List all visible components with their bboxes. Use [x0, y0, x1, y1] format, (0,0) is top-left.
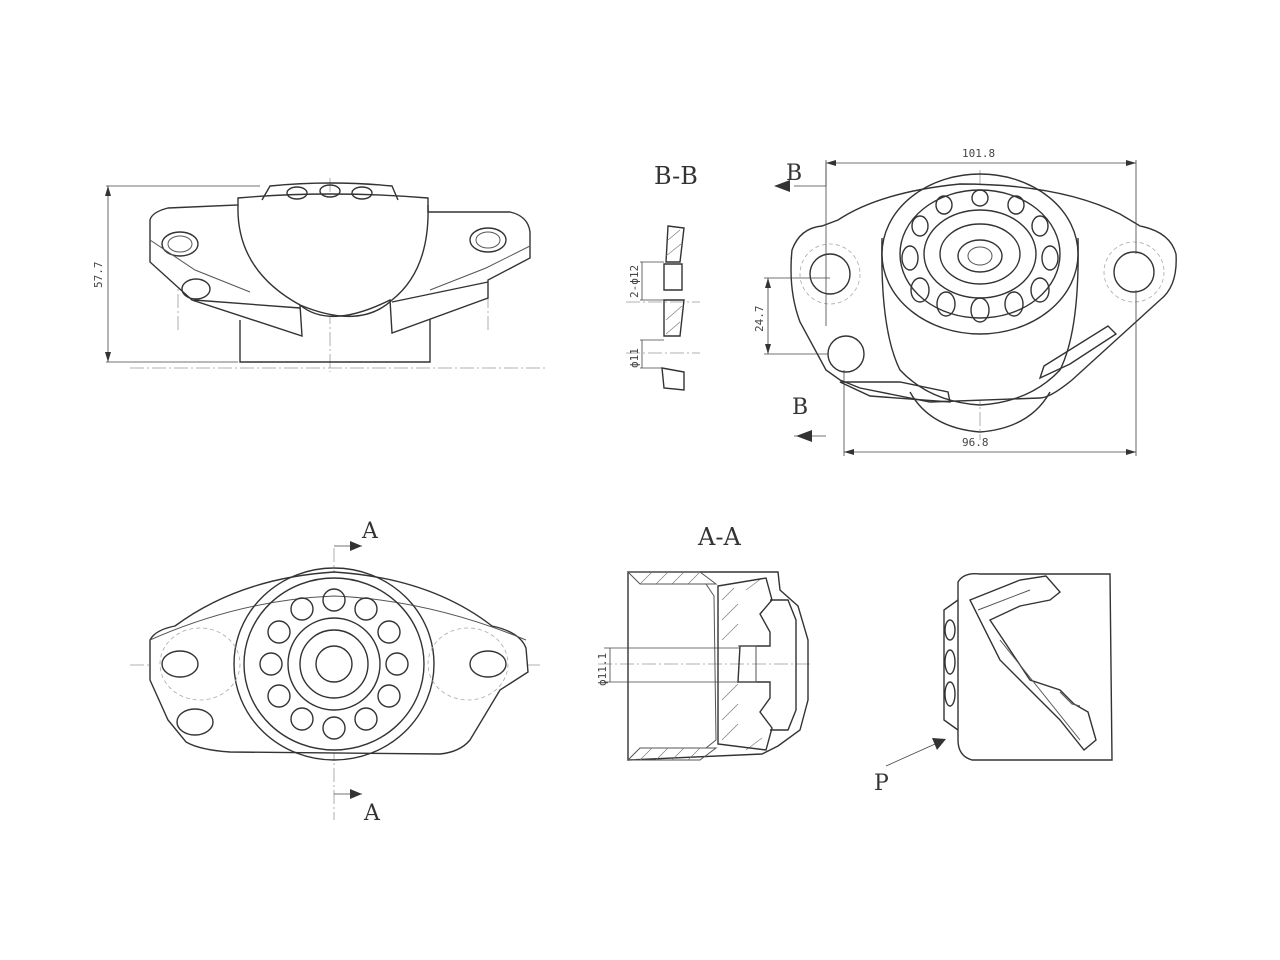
cut-label-a-bottom: A	[363, 801, 381, 826]
side-view: 57.7	[92, 178, 545, 372]
dim-bore-11: ϕ11	[628, 348, 641, 368]
cut-label-b-bottom: B	[792, 395, 808, 420]
dim-height-57-7: 57.7	[92, 262, 105, 289]
section-bb-title: B-B	[654, 162, 698, 190]
dim-bottom-width-96-8: 96.8	[962, 436, 989, 449]
perspective-view: P	[874, 572, 1113, 796]
dim-bore-11-1: ϕ11.1	[596, 653, 609, 686]
top-view: B B 101.8 96.8 24.7	[753, 147, 1177, 456]
section-bb: B-B 2-ϕ12 ϕ11	[626, 162, 700, 391]
cut-label-b-top: B	[786, 161, 802, 186]
dim-top-width-101-8: 101.8	[962, 147, 995, 160]
hatch-pattern	[639, 571, 763, 761]
front-view: A A	[130, 519, 540, 826]
dim-2-holes-12: 2-ϕ12	[628, 265, 641, 298]
view-label-p: P	[874, 771, 889, 796]
dim-offset-24-7: 24.7	[753, 306, 766, 333]
cut-label-a-top: A	[361, 519, 379, 544]
section-aa: A-A	[596, 523, 812, 761]
section-aa-title: A-A	[697, 523, 741, 551]
